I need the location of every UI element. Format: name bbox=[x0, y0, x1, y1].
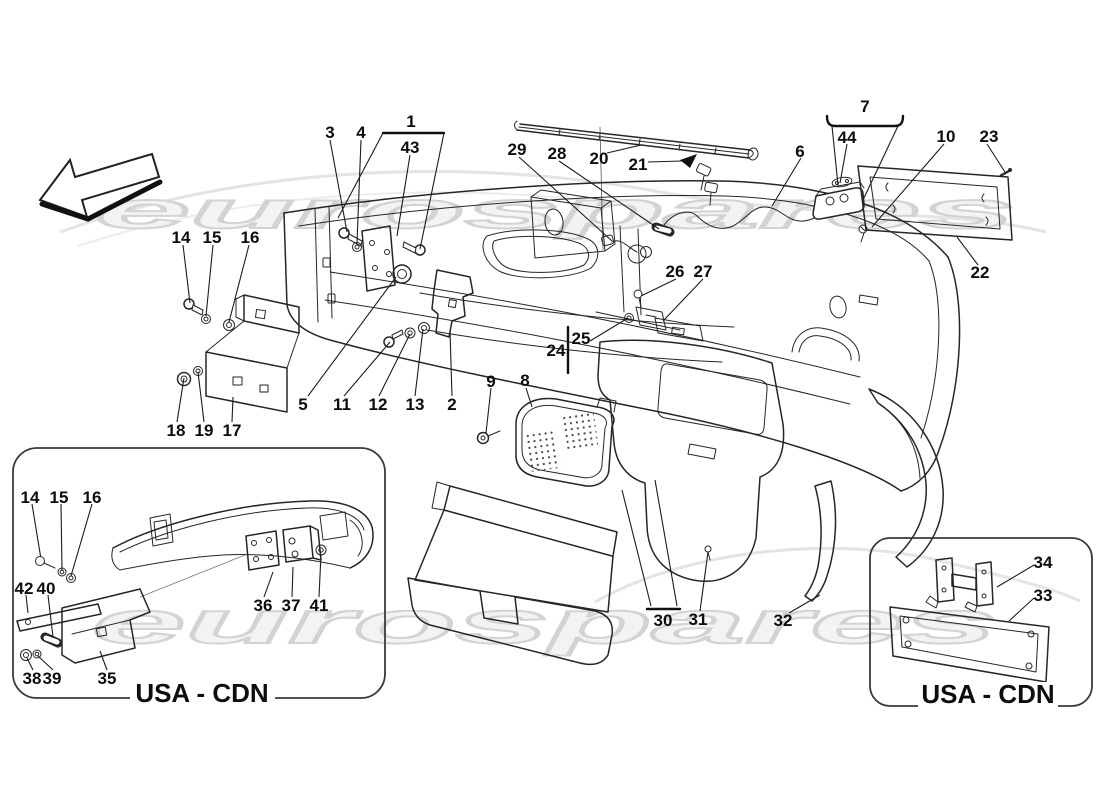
bolt-icon bbox=[383, 336, 395, 348]
part-callout-5: 5 bbox=[298, 395, 307, 414]
part-callout-44: 44 bbox=[838, 128, 857, 147]
part-callout-7: 7 bbox=[860, 97, 869, 116]
part-callout-38: 38 bbox=[23, 669, 42, 688]
part-callout-13: 13 bbox=[406, 395, 425, 414]
inset-left-label: USA - CDN bbox=[135, 678, 268, 708]
part-callout-12: 12 bbox=[369, 395, 388, 414]
part-callout-1: 1 bbox=[406, 112, 415, 131]
bolt-icon bbox=[35, 556, 45, 566]
part-callout-10: 10 bbox=[937, 127, 956, 146]
part-callout-36: 36 bbox=[254, 596, 273, 615]
part-callout-29: 29 bbox=[508, 140, 527, 159]
pointer-arrow-icon bbox=[680, 154, 697, 168]
watermark-text-bottom: eurospares bbox=[92, 589, 997, 656]
part-callout-42: 42 bbox=[15, 579, 34, 598]
leader-lines bbox=[25, 125, 1035, 671]
part-callout-40: 40 bbox=[37, 579, 56, 598]
part-callout-16: 16 bbox=[241, 228, 260, 247]
part-callout-41: 41 bbox=[310, 596, 329, 615]
part-callout-8: 8 bbox=[520, 371, 529, 390]
part-callout-15: 15 bbox=[203, 228, 222, 247]
brake-light-bar bbox=[514, 120, 759, 251]
part-callout-11: 11 bbox=[333, 395, 351, 414]
part-callout-31: 31 bbox=[689, 610, 708, 629]
center-bracket bbox=[431, 269, 474, 338]
bolt-icon bbox=[338, 227, 350, 239]
part-callout-27: 27 bbox=[694, 262, 713, 281]
part-callout-2: 2 bbox=[447, 395, 456, 414]
direction-arrow-icon bbox=[38, 152, 163, 222]
part-callout-26: 26 bbox=[666, 262, 685, 281]
part-callout-30: 30 bbox=[654, 611, 673, 630]
part-callout-9: 9 bbox=[486, 372, 495, 391]
part-callout-4: 4 bbox=[356, 123, 366, 142]
bolt-icon bbox=[633, 289, 643, 299]
pin-icon bbox=[1008, 168, 1012, 172]
bolt-icon bbox=[476, 431, 490, 445]
part-callout-35: 35 bbox=[98, 669, 117, 688]
pin-icon bbox=[704, 545, 712, 553]
inset-right-label: USA - CDN bbox=[921, 679, 1054, 709]
inset-box-usa-cdn-left: USA - CDN bbox=[12, 447, 386, 708]
part-callout-23: 23 bbox=[980, 127, 999, 146]
inset-box-usa-cdn-right: USA - CDN bbox=[869, 537, 1093, 709]
part-callout-28: 28 bbox=[548, 144, 567, 163]
trunk-liner bbox=[597, 339, 785, 582]
part-callout-21: 21 bbox=[629, 155, 648, 174]
license-plate-frame bbox=[857, 165, 1013, 241]
lower-panel bbox=[407, 481, 618, 666]
callout-decorations bbox=[381, 114, 905, 611]
end-cap bbox=[704, 388, 944, 568]
part-callout-34: 34 bbox=[1034, 553, 1053, 572]
part-callout-6: 6 bbox=[795, 142, 804, 161]
grommet-icon bbox=[176, 371, 192, 387]
part-callout-32: 32 bbox=[774, 611, 793, 630]
side-strip bbox=[804, 480, 837, 602]
side-bracket bbox=[176, 294, 300, 413]
part-callout-20: 20 bbox=[590, 149, 609, 168]
grommet-icon bbox=[392, 264, 412, 284]
part-callout-43: 43 bbox=[401, 138, 420, 157]
part-callout-39: 39 bbox=[43, 669, 62, 688]
bumper-shell bbox=[283, 180, 961, 492]
backing-plate-group bbox=[338, 225, 430, 348]
part-callout-33: 33 bbox=[1034, 586, 1053, 605]
part-callout-3: 3 bbox=[325, 123, 334, 142]
part-callout-15: 15 bbox=[50, 488, 69, 507]
part-callout-14: 14 bbox=[21, 488, 40, 507]
part-callout-37: 37 bbox=[282, 596, 301, 615]
part-callout-22: 22 bbox=[971, 263, 990, 282]
grille-panel bbox=[476, 397, 617, 487]
part-callout-16: 16 bbox=[83, 488, 102, 507]
part-callout-17: 17 bbox=[223, 421, 242, 440]
part-callout-19: 19 bbox=[195, 421, 214, 440]
part-callout-18: 18 bbox=[167, 421, 186, 440]
part-callout-25: 25 bbox=[572, 329, 591, 348]
part-callout-24: 24 bbox=[547, 341, 566, 360]
plate-keeper-group bbox=[624, 289, 704, 342]
part-callout-14: 14 bbox=[172, 228, 191, 247]
